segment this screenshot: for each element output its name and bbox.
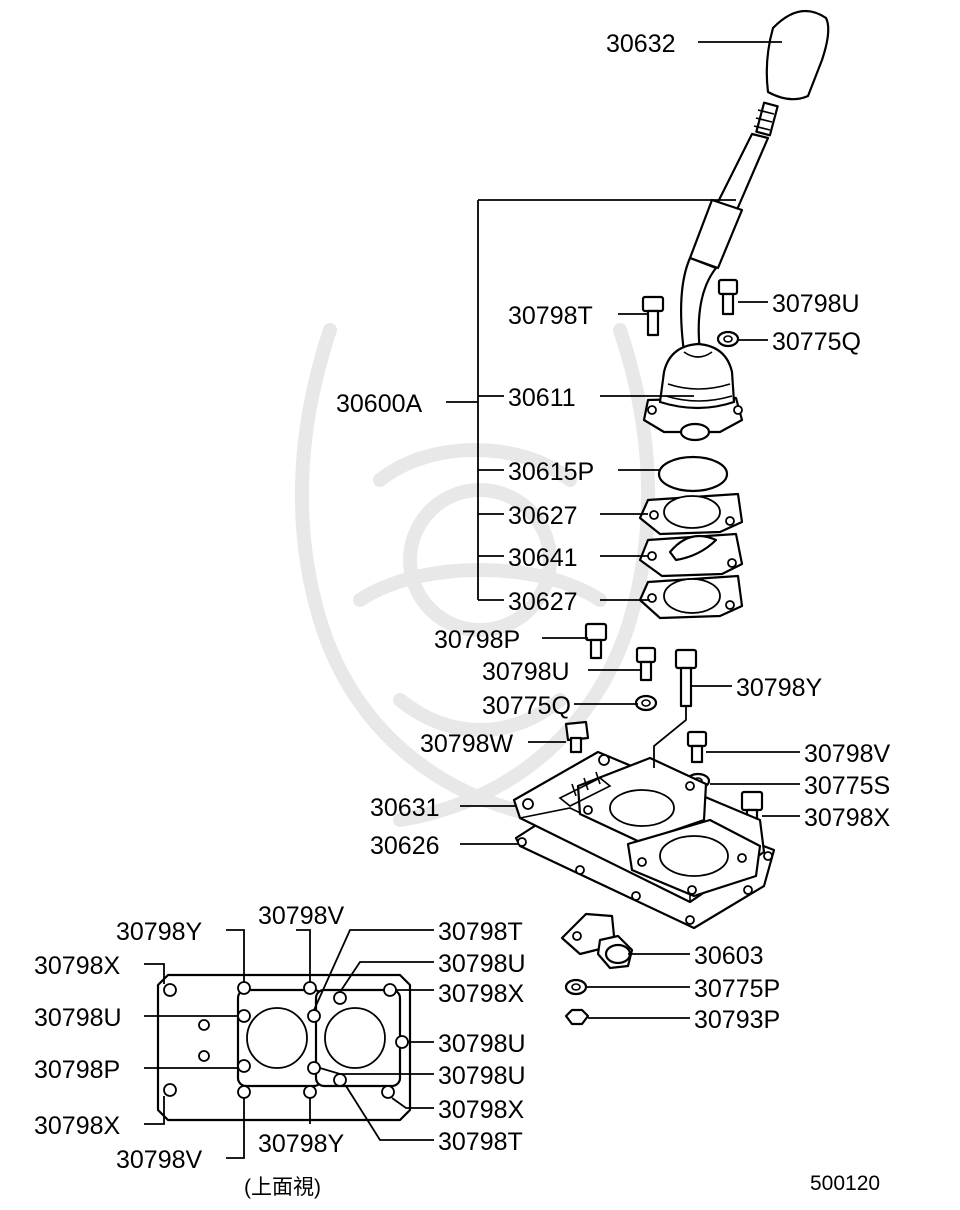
label-left-30798X-1: 30798X [34, 952, 121, 980]
label-30775S: 30775S [804, 772, 890, 800]
diagram-number: 500120 [810, 1172, 880, 1195]
label-30798P-mid: 30798P [434, 626, 520, 654]
label-30615P: 30615P [508, 458, 594, 486]
label-bottom-30798V: 30798V [116, 1146, 203, 1174]
plate-30627-a [638, 492, 744, 536]
shift-knob [753, 9, 830, 137]
label-30798V-mid: 30798V [804, 740, 891, 768]
housing-30631 [512, 750, 766, 904]
washer-30775P [564, 978, 588, 996]
lever-boot [642, 342, 744, 442]
bolt-30798W [564, 720, 590, 754]
shift-lever [680, 132, 770, 354]
washer-30775Q-mid [634, 694, 658, 712]
label-30627-a: 30627 [508, 502, 578, 530]
label-30798T-top: 30798T [508, 302, 593, 330]
label-30603: 30603 [694, 942, 764, 970]
cap-30615P [657, 455, 729, 493]
washer-30775Q-top [716, 330, 740, 348]
label-30626: 30626 [370, 832, 440, 860]
label-30627-b: 30627 [508, 588, 578, 616]
bolt-30798U-mid [635, 646, 657, 682]
bracket-30603 [560, 912, 634, 970]
label-30611: 30611 [508, 384, 576, 412]
label-right-30798T-1: 30798T [438, 918, 523, 946]
label-right-30798U-1: 30798U [438, 950, 526, 978]
label-30798U-top: 30798U [772, 290, 860, 318]
part-labels: 30632 30798U 30798T 30775Q 30600A 30611 … [34, 30, 891, 1199]
label-30631: 30631 [370, 794, 440, 822]
bolt-30798P-mid [584, 622, 608, 660]
bolt-30798T-top [641, 295, 665, 337]
label-top-30798V: 30798V [258, 902, 345, 930]
label-30798X-mid: 30798X [804, 804, 891, 832]
label-left-30798P: 30798P [34, 1056, 120, 1084]
label-30641: 30641 [508, 544, 578, 572]
label-30632: 30632 [606, 30, 676, 58]
bolt-30798U-top [717, 278, 739, 316]
label-30775Q-top: 30775Q [772, 328, 861, 356]
label-bottom-30798Y: 30798Y [258, 1130, 345, 1158]
label-top-30798Y: 30798Y [116, 918, 203, 946]
label-right-30798U-2: 30798U [438, 1030, 526, 1058]
label-30600A: 30600A [336, 390, 423, 418]
label-30798W: 30798W [420, 730, 514, 758]
label-30798U-mid: 30798U [482, 658, 570, 686]
label-right-30798X-1: 30798X [438, 980, 525, 1008]
label-right-30798T-2: 30798T [438, 1128, 523, 1156]
label-left-30798U: 30798U [34, 1004, 122, 1032]
plate-30641 [638, 532, 744, 578]
label-30775Q-mid: 30775Q [482, 692, 571, 720]
watermark-logo [294, 323, 656, 827]
label-30775P: 30775P [694, 975, 780, 1003]
plate-30627-b [638, 574, 744, 620]
bolt-30798V-mid [686, 730, 708, 764]
nut-30793P [564, 1008, 590, 1026]
label-30793P: 30793P [694, 1006, 780, 1034]
view-caption: (上面視) [244, 1176, 321, 1199]
label-right-30798U-3: 30798U [438, 1062, 526, 1090]
label-right-30798X-2: 30798X [438, 1096, 525, 1124]
top-view-plan [156, 973, 412, 1122]
label-left-30798X-2: 30798X [34, 1112, 121, 1140]
label-30798Y-mid: 30798Y [736, 674, 823, 702]
leader-lines [144, 41, 800, 1159]
bolt-30798Y-mid [674, 648, 698, 708]
